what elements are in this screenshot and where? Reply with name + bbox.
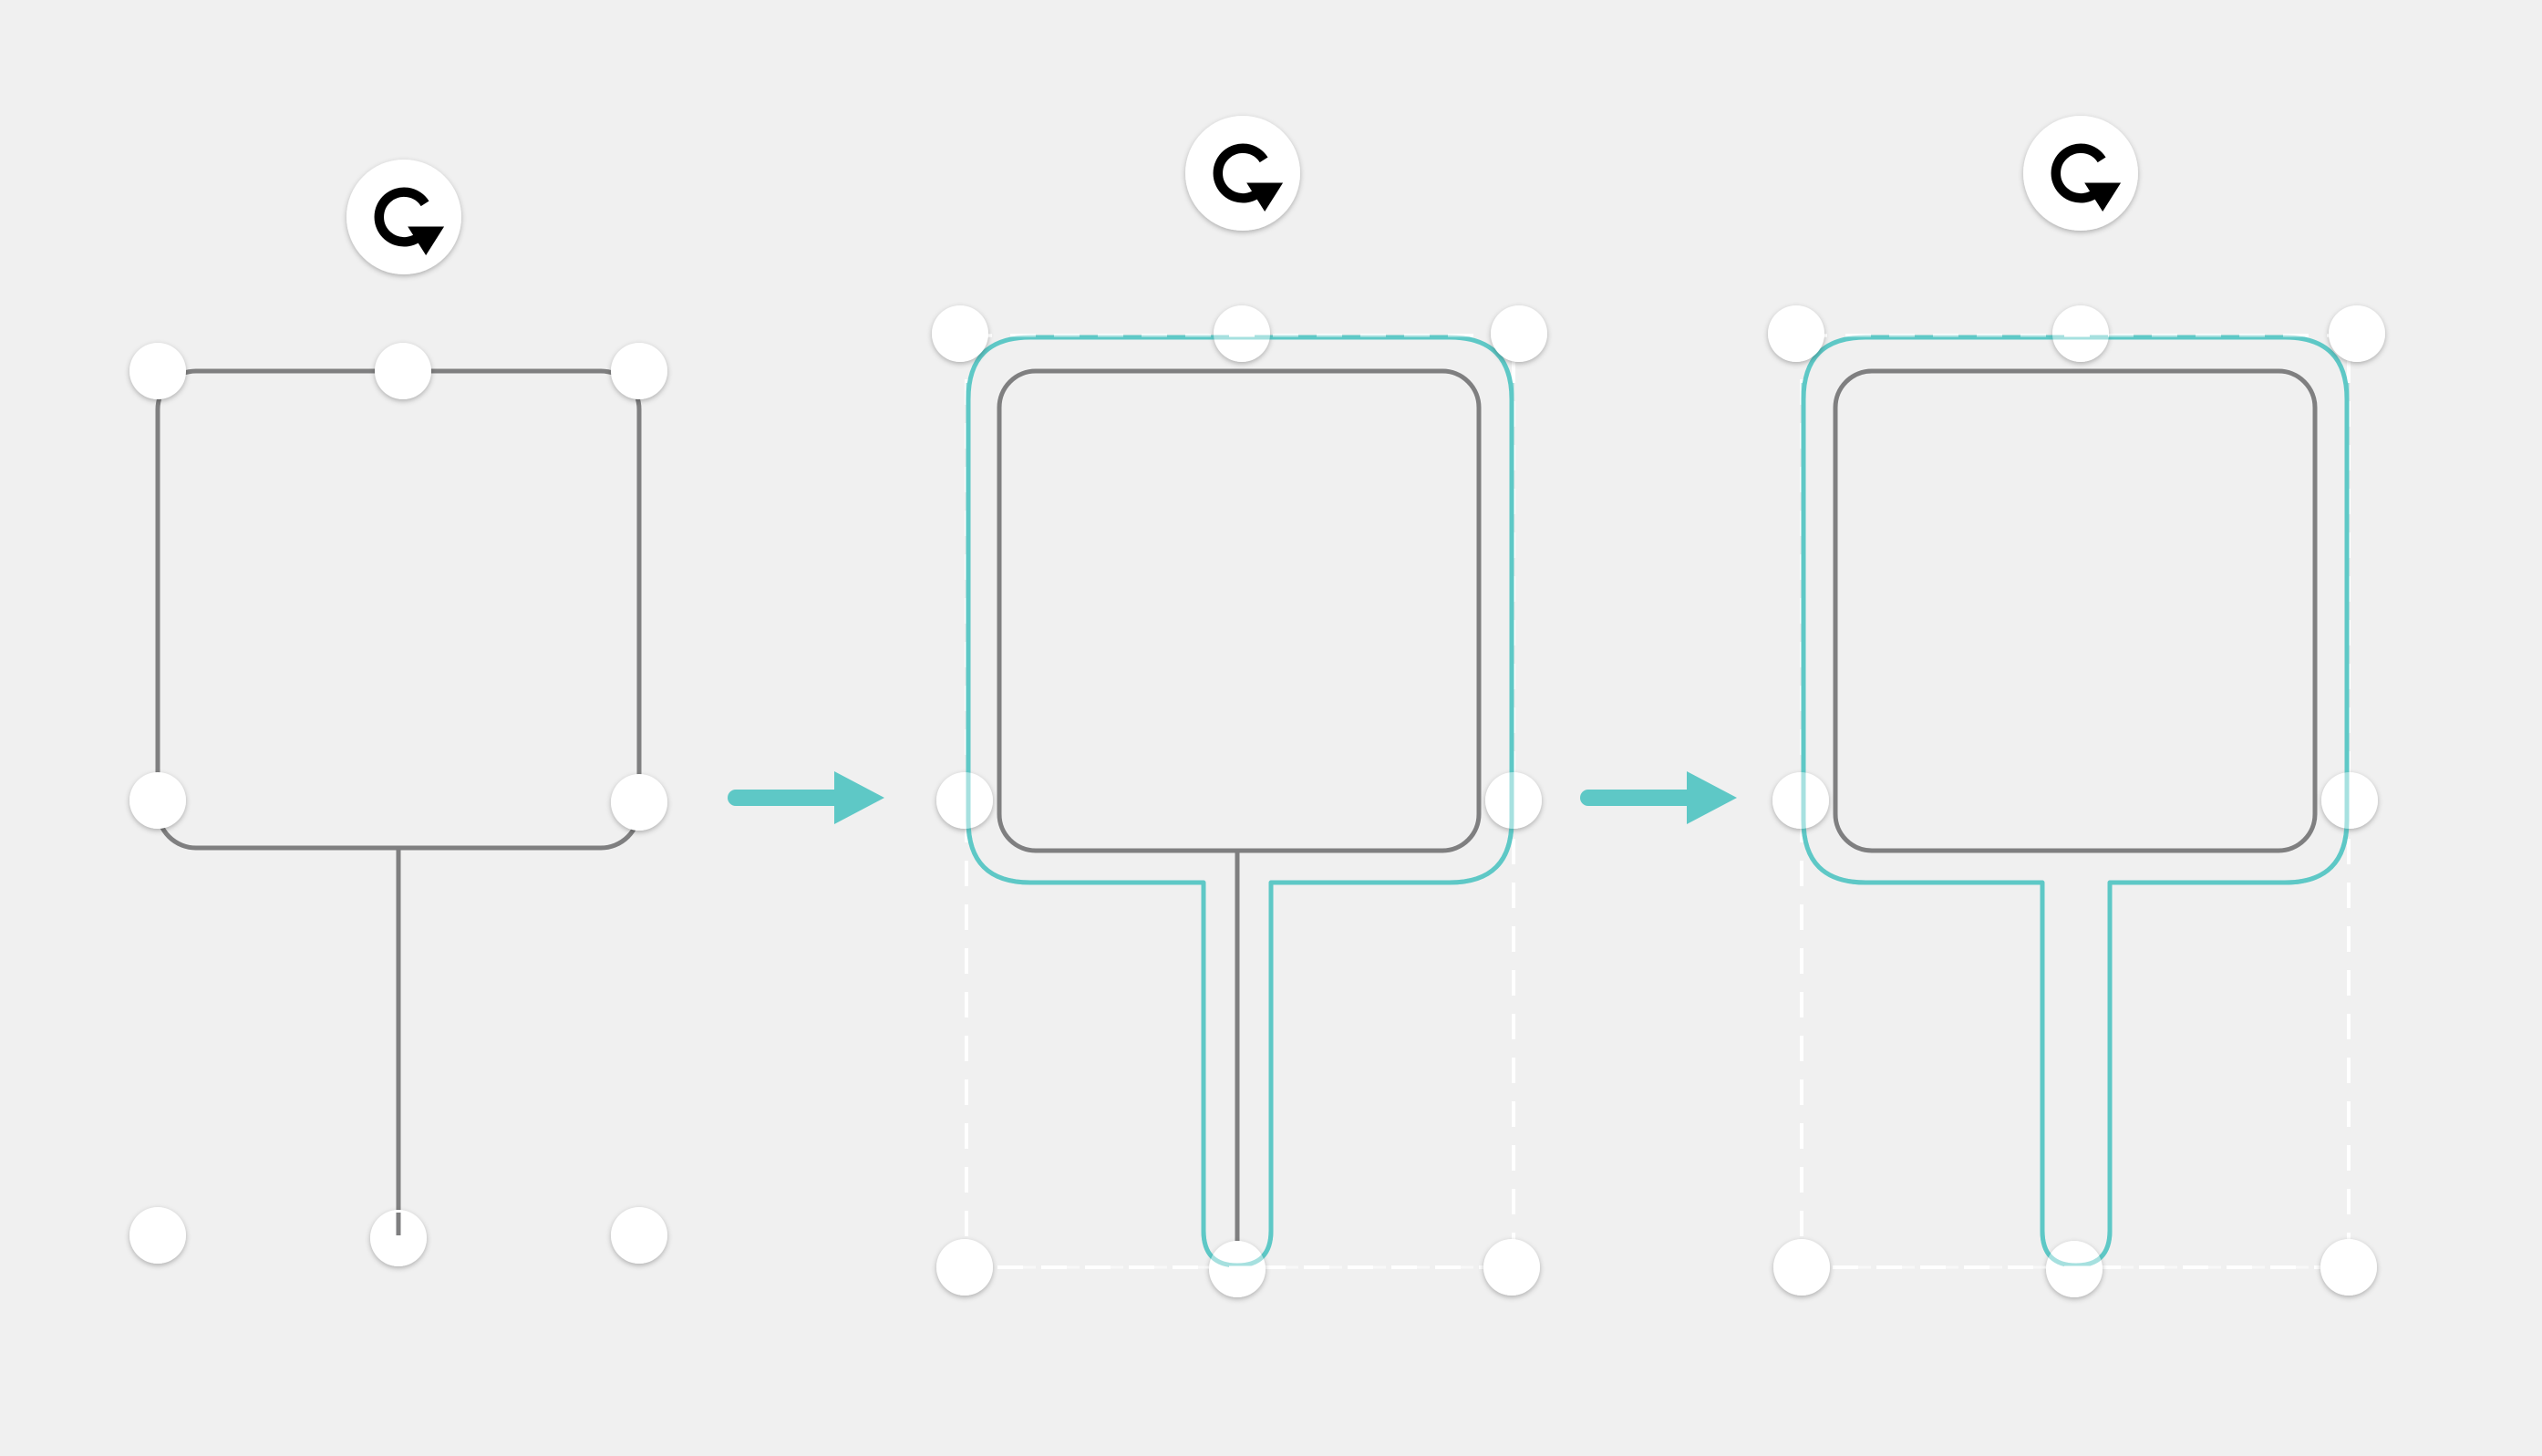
resize-handle[interactable] [1768,305,1824,362]
resize-handle[interactable] [129,1207,186,1264]
resize-handle[interactable] [936,772,993,829]
shape-box [997,368,1482,853]
resize-handles[interactable] [1768,305,2385,1297]
arrow-right-icon [728,771,884,824]
resize-handle[interactable] [2052,305,2109,362]
bounding-box-dashed [1800,334,2351,1269]
panel-outline-with-original [932,116,1547,1297]
resize-handle[interactable] [932,305,988,362]
resize-handle[interactable] [611,343,667,399]
resize-handle[interactable] [129,343,186,399]
rotate-handle[interactable] [1185,116,1300,231]
resize-handle[interactable] [2321,772,2378,829]
resize-handle[interactable] [936,1239,993,1296]
resize-handles[interactable] [932,305,1547,1297]
outline-path [966,335,1514,1268]
resize-handle[interactable] [611,1207,667,1264]
resize-handle[interactable] [2046,1241,2103,1297]
resize-handle[interactable] [375,343,431,399]
resize-handle[interactable] [1214,305,1270,362]
resize-handle[interactable] [611,774,667,831]
shape-box [1833,368,2318,853]
resize-handle[interactable] [2329,305,2385,362]
resize-handle[interactable] [1491,305,1547,362]
rotate-handle[interactable] [346,160,461,274]
panel-outline-result [1768,116,2385,1297]
outline-overlay [966,334,1514,1269]
resize-handle[interactable] [1209,1241,1266,1297]
shape-box [155,368,642,851]
resize-handle[interactable] [129,772,186,829]
bounding-box-dashed [965,334,1515,1269]
arrow-right-icon [1580,771,1737,824]
rotate-handle[interactable] [2023,116,2138,231]
resize-handles[interactable] [129,343,667,1266]
resize-handle[interactable] [1772,772,1829,829]
outline-path [1801,335,2350,1268]
outline-overlay [1801,334,2350,1269]
panel-original-shape [129,160,667,1266]
resize-handle[interactable] [370,1210,427,1266]
